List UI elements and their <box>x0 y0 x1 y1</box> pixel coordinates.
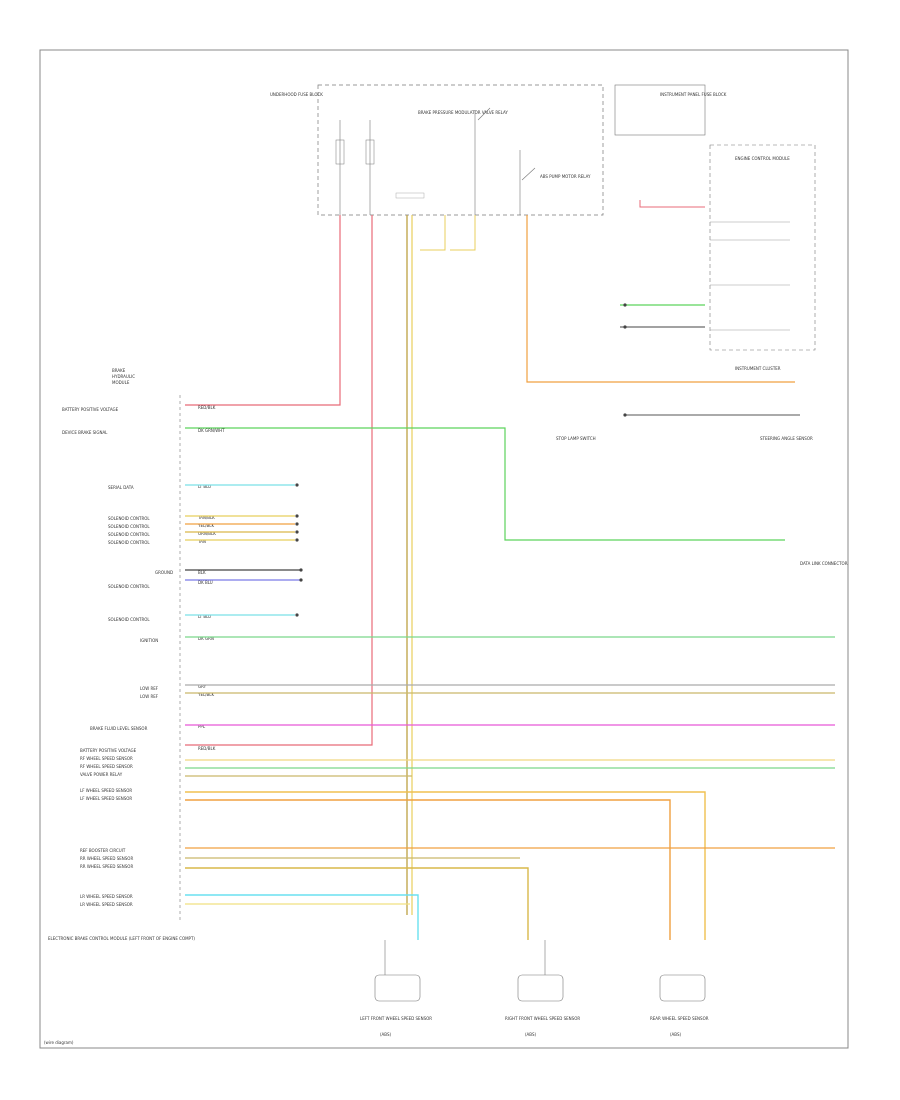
cluster-label: INSTRUMENT CLUSTER <box>735 366 781 371</box>
pin-label: SOLENOID CONTROL <box>108 532 150 537</box>
wire-relay-yellow-2 <box>450 215 476 251</box>
pin-label: BRAKE FLUID LEVEL SENSOR <box>90 726 148 731</box>
wire-tag: LT BLU <box>198 484 211 489</box>
steering-sensor-label: STEERING ANGLE SENSOR <box>760 436 813 441</box>
sensor-sub: (ABS) <box>380 1032 392 1037</box>
wire-tag: ORN/BLK <box>198 531 216 536</box>
pin-label: LF WHEEL SPEED SENSOR <box>80 788 132 793</box>
wire-ecm-red <box>639 200 705 208</box>
legend-line1: BRAKE <box>112 368 126 373</box>
sensor-name: LEFT FRONT WHEEL SPEED SENSOR <box>360 1016 432 1021</box>
pin-label: RF WHEEL SPEED SENSOR <box>80 764 133 769</box>
wire-orange-cluster <box>526 215 795 383</box>
sensor-name: REAR WHEEL SPEED SENSOR <box>650 1016 709 1021</box>
pin-label: VALVE POWER RELAY <box>80 772 123 777</box>
pin-wire-tags: RED/BLK DK GRN/WHT LT BLU TAN/BLK YEL/BL… <box>197 405 225 751</box>
ecm-label: ENGINE CONTROL MODULE <box>735 156 790 161</box>
pin-label: IGNITION <box>140 638 158 643</box>
sensor-sub: (ABS) <box>525 1032 537 1037</box>
pin-label: SOLENOID CONTROL <box>108 516 150 521</box>
sensor-rf: RIGHT FRONT WHEEL SPEED SENSOR (ABS) <box>505 940 580 1037</box>
wire-lf-1 <box>185 791 706 940</box>
brake-switch-label: STOP LAMP SWITCH <box>556 436 596 441</box>
ip-fuse-block: INSTRUMENT PANEL FUSE BLOCK <box>614 84 727 136</box>
underhood-fuse-block: UNDERHOOD FUSE BLOCK BRAKE PRESSURE MODU… <box>270 84 604 216</box>
wire-tag: DK GRN <box>198 636 214 641</box>
legend-line3: MODULE <box>112 380 130 385</box>
sensor-name: RIGHT FRONT WHEEL SPEED SENSOR <box>505 1016 580 1021</box>
pin-label: SOLENOID CONTROL <box>108 540 150 545</box>
footer-code: (wire diagram) <box>44 1040 74 1045</box>
wire-tag: DK GRN/WHT <box>198 428 225 433</box>
pin-label: LOW REF <box>140 686 159 691</box>
wire-tag: RED/BLK <box>198 746 216 751</box>
connector-dots <box>295 303 627 617</box>
relay-top-label: BRAKE PRESSURE MODULATOR VALVE RELAY <box>418 110 508 115</box>
pin-label: SERIAL DATA <box>108 485 134 490</box>
data-link-label: DATA LINK CONNECTOR <box>800 561 848 566</box>
fuse-block-label: UNDERHOOD FUSE BLOCK <box>270 92 323 97</box>
sensor-lf: LEFT FRONT WHEEL SPEED SENSOR (ABS) <box>360 940 432 1037</box>
pin-label: SOLENOID CONTROL <box>108 584 150 589</box>
pin-label: BATTERY POSITIVE VOLTAGE <box>62 407 119 412</box>
wire-tag: TAN <box>197 539 206 544</box>
wire-tag: RED/BLK <box>198 405 216 410</box>
pin-label: LR WHEEL SPEED SENSOR <box>80 902 133 907</box>
relay-bottom-label: ABS PUMP MOTOR RELAY <box>540 174 591 179</box>
pin-label: REF BOOSTER CIRCUIT <box>80 848 126 853</box>
pin-label: GROUND <box>155 570 173 575</box>
wire-data-link <box>185 427 785 541</box>
engine-control-module: ENGINE CONTROL MODULE <box>709 144 816 351</box>
pin-label: LF WHEEL SPEED SENSOR <box>80 796 132 801</box>
pin-label: LOW REF <box>140 694 159 699</box>
wire-tag: DK BLU <box>198 580 213 585</box>
wire-tag: GRY <box>198 684 207 689</box>
wire-tag: YEL/BLK <box>197 692 215 697</box>
pin-label: RR WHEEL SPEED SENSOR <box>80 864 133 869</box>
wire-tag: TAN/BLK <box>197 515 215 520</box>
wire-red-feed-2 <box>185 215 373 746</box>
wire-red-feed <box>185 215 341 406</box>
ip-fuse-label: INSTRUMENT PANEL FUSE BLOCK <box>660 92 727 97</box>
wire-tag: YEL/BLK <box>197 523 215 528</box>
pin-label: RF WHEEL SPEED SENSOR <box>80 756 133 761</box>
pin-label: BATTERY POSITIVE VOLTAGE <box>80 748 137 753</box>
diagram-border <box>39 49 849 1049</box>
pin-label: RR WHEEL SPEED SENSOR <box>80 856 133 861</box>
wire-tag: BLK <box>198 570 206 575</box>
wire-rr-2 <box>185 867 529 940</box>
sensor-rear: REAR WHEEL SPEED SENSOR (ABS) <box>650 974 709 1037</box>
wire-lr-1 <box>185 894 419 940</box>
pin-label: SOLENOID CONTROL <box>108 524 150 529</box>
sensor-sub: (ABS) <box>670 1032 682 1037</box>
pin-label: SOLENOID CONTROL <box>108 617 150 622</box>
pin-label: DEVICE BRAKE SIGNAL <box>62 430 108 435</box>
pin-labels: BATTERY POSITIVE VOLTAGE DEVICE BRAKE SI… <box>62 407 173 907</box>
wire-tag: LT BLU <box>198 614 211 619</box>
wire-tag: PPL <box>198 724 206 729</box>
pin-label: LR WHEEL SPEED SENSOR <box>80 894 133 899</box>
legend: BRAKE HYDRAULIC MODULE <box>112 368 135 385</box>
legend-line2: HYDRAULIC <box>112 374 135 379</box>
wire-lf-2 <box>185 799 671 940</box>
wire-relay-yellow <box>420 215 446 251</box>
module-label: ELECTRONIC BRAKE CONTROL MODULE (LEFT FR… <box>48 936 195 941</box>
